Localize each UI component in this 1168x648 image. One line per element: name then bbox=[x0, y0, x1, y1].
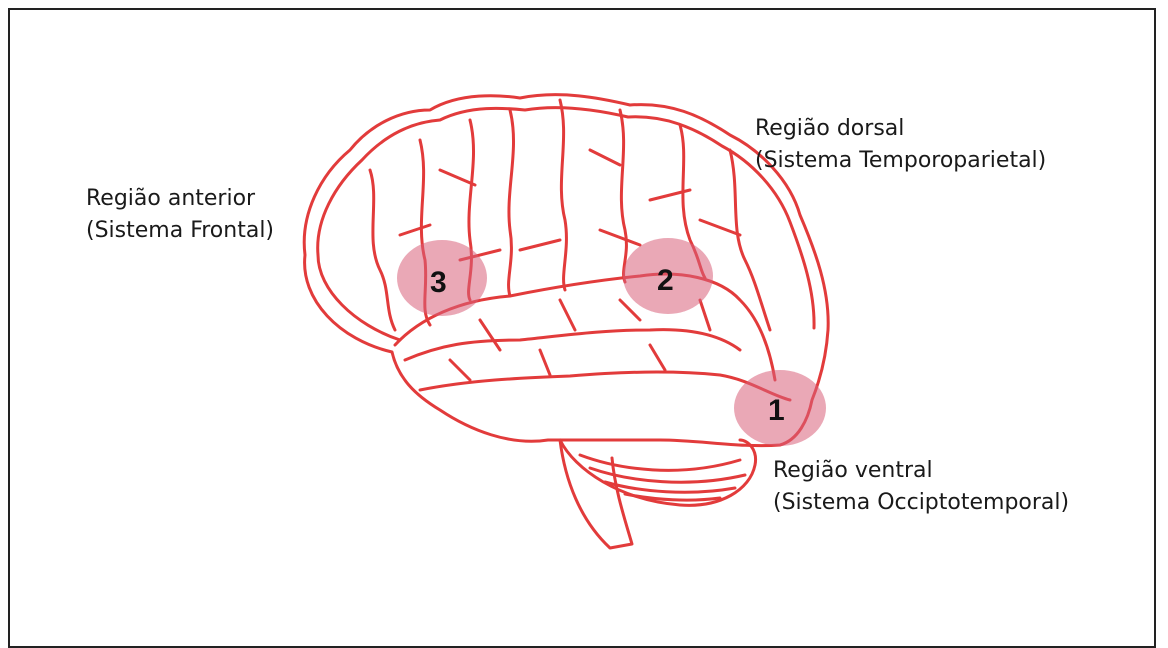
label-dorsal-subtitle: (Sistema Temporoparietal) bbox=[755, 145, 1046, 177]
label-ventral-title: Região ventral bbox=[773, 455, 1069, 487]
label-ventral-subtitle: (Sistema Occiptotemporal) bbox=[773, 487, 1069, 519]
cerebellum bbox=[560, 440, 756, 505]
brain-illustration: 3 2 1 bbox=[0, 0, 1168, 626]
label-dorsal-title: Região dorsal bbox=[755, 113, 1046, 145]
label-dorsal: Região dorsal (Sistema Temporoparietal) bbox=[755, 113, 1046, 177]
region-3-number: 3 bbox=[430, 266, 447, 299]
label-anterior-title: Região anterior bbox=[86, 183, 274, 215]
region-2-number: 2 bbox=[657, 264, 674, 297]
label-ventral: Região ventral (Sistema Occiptotemporal) bbox=[773, 455, 1069, 519]
label-anterior: Região anterior (Sistema Frontal) bbox=[86, 183, 274, 247]
label-anterior-subtitle: (Sistema Frontal) bbox=[86, 215, 274, 247]
region-1-number: 1 bbox=[768, 394, 785, 427]
